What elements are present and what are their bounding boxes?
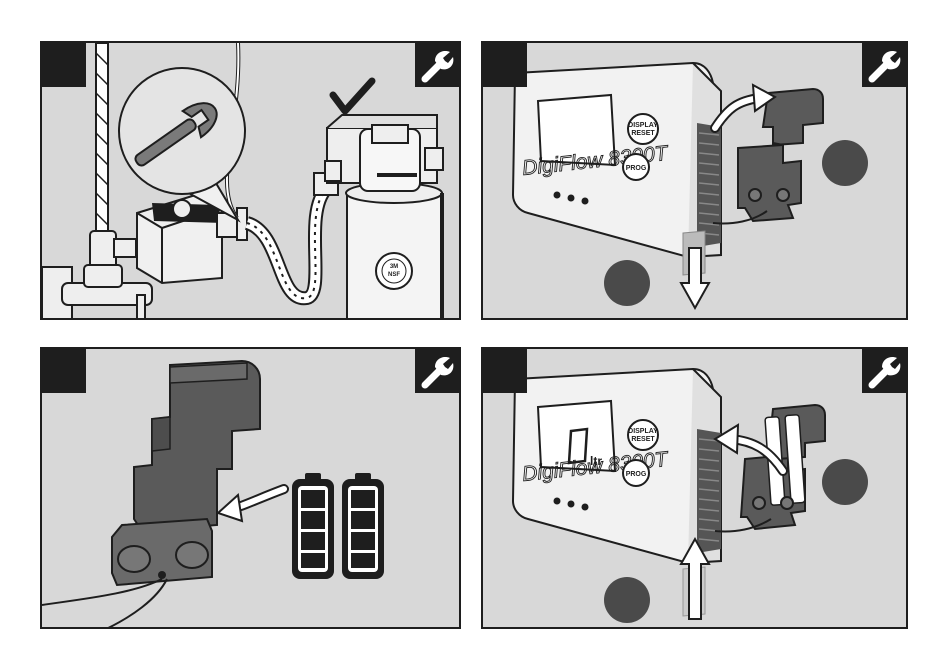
battery-pack-loaded [715, 405, 825, 532]
svg-text:DISPLAY: DISPLAY [628, 428, 658, 435]
svg-text:DISPLAY: DISPLAY [628, 122, 658, 129]
svg-text:NSF: NSF [388, 272, 400, 278]
wrench-icon [866, 47, 902, 83]
wrench-icon [866, 353, 902, 389]
battery-removal-illustration: DigiFlow 8300T DISPLAY RESET PROG [483, 43, 908, 320]
step-number-tab [42, 43, 86, 87]
aa-battery [292, 473, 334, 579]
display-reset-button [628, 114, 658, 144]
svg-text:PROG: PROG [626, 471, 647, 478]
callout-circle [822, 140, 868, 186]
callout-circle [604, 577, 650, 623]
valve-illustration: 3M NSF [42, 43, 461, 320]
svg-text:3M: 3M [390, 264, 398, 270]
step-number-tab [42, 349, 86, 393]
callout-circle [604, 260, 650, 306]
check-mark-icon [333, 81, 372, 111]
panel-step-4: ltr DigiFlow 8300T DISPLAY RESET PROG [481, 347, 908, 629]
step-number-tab [483, 349, 527, 393]
display-reset-button [628, 420, 658, 450]
step-number-tab [483, 43, 527, 87]
aa-battery [342, 473, 384, 579]
tool-badge [862, 43, 906, 87]
wrench-icon [419, 353, 455, 389]
wrench-icon [419, 47, 455, 83]
battery-insert-illustration [42, 349, 461, 629]
tool-badge [415, 349, 459, 393]
callout-circle [822, 459, 868, 505]
panel-step-1: 3M NSF [40, 41, 461, 320]
panel-step-3 [40, 347, 461, 629]
panel-step-2: DigiFlow 8300T DISPLAY RESET PROG [481, 41, 908, 320]
tool-badge [415, 43, 459, 87]
battery-holder [42, 361, 260, 629]
svg-text:RESET: RESET [631, 436, 655, 443]
battery-reinsert-illustration: ltr DigiFlow 8300T DISPLAY RESET PROG [483, 349, 908, 629]
svg-text:PROG: PROG [626, 165, 647, 172]
svg-text:RESET: RESET [631, 130, 655, 137]
tool-badge [862, 349, 906, 393]
